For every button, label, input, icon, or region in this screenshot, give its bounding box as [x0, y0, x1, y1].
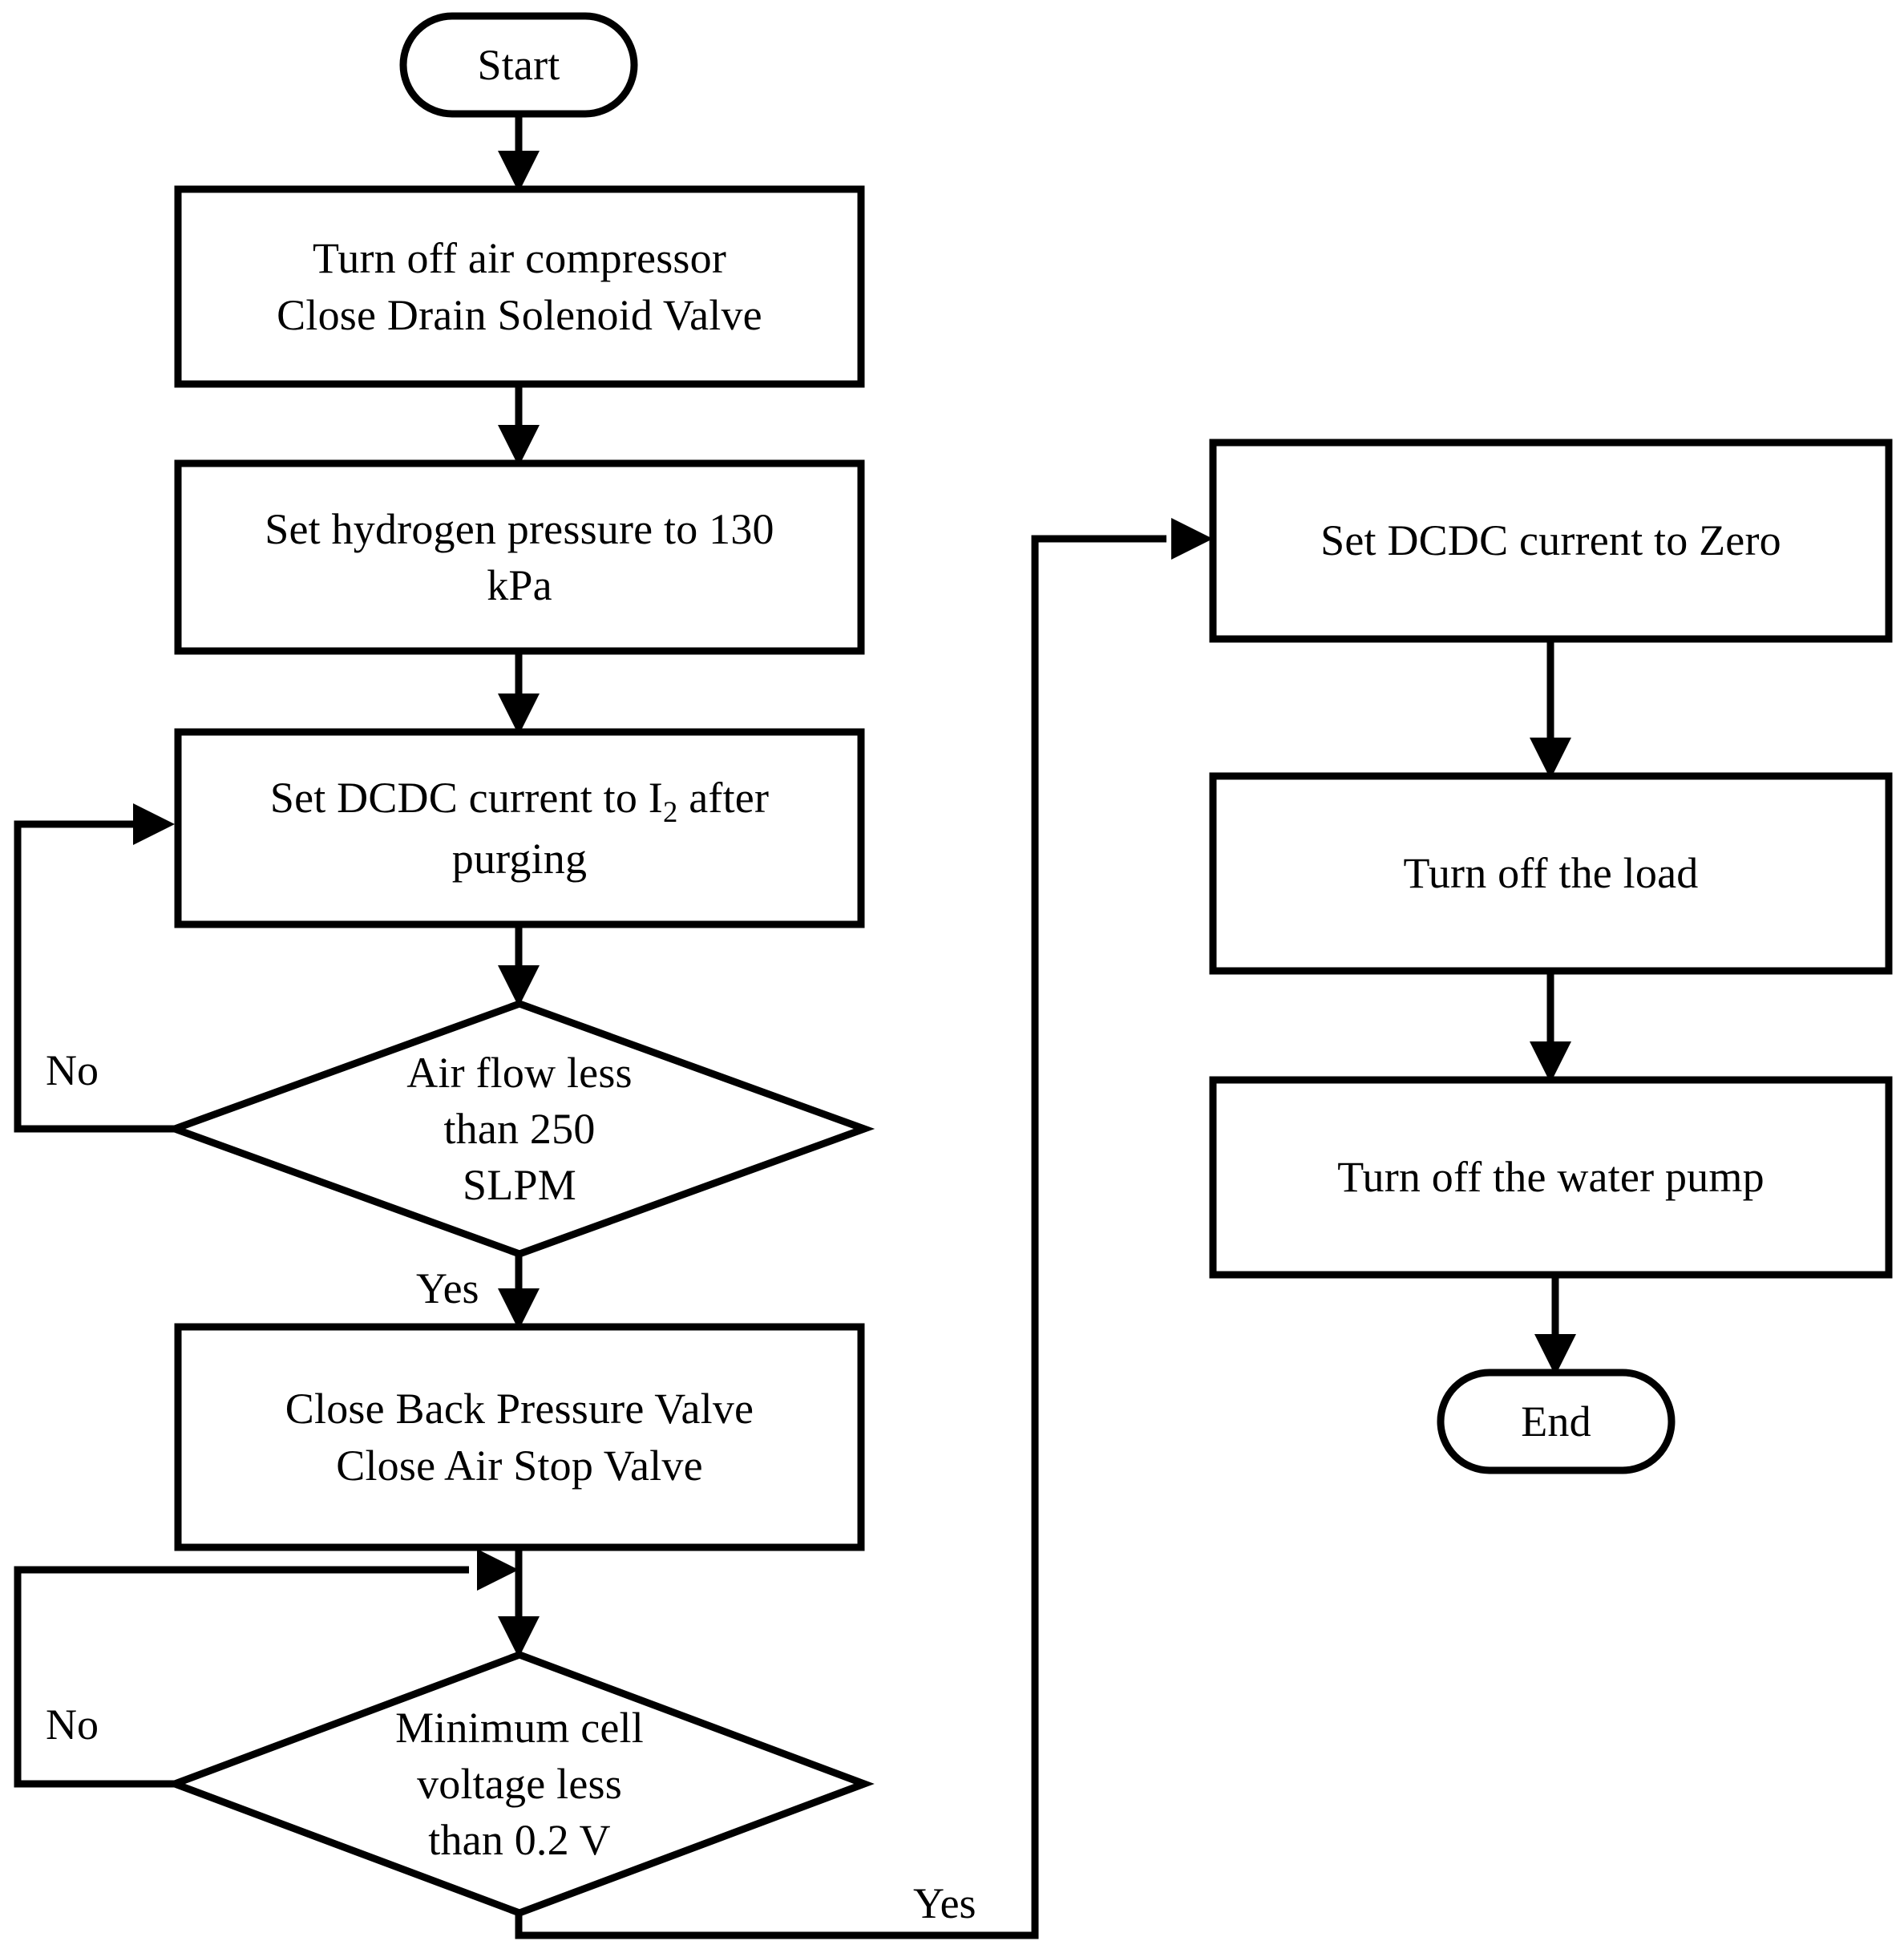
edge-label-airflow-yes: Yes [416, 1264, 479, 1312]
edge-label-voltage-no: No [46, 1700, 99, 1749]
edge-voltage-yes-to-dcdczero [515, 535, 1166, 1939]
node-set-dcdc-i2-shape[interactable] [174, 728, 865, 928]
arrowhead-start-to-turnoffair [498, 151, 540, 192]
arrowhead-airflow-yes-to-closevalves [498, 1288, 540, 1330]
arrowhead-turnoffair-to-seth2 [498, 425, 540, 467]
arrowhead-closevalves-to-voltage [498, 1616, 540, 1658]
arrowhead-airflow-no-loop [133, 803, 175, 845]
node-airflow-check-shape[interactable] [164, 1000, 875, 1258]
arrowhead-offpump-to-end [1534, 1334, 1576, 1376]
arrowhead-seth2-to-setdcdc [498, 693, 540, 735]
arrowhead-voltage-no-loop [477, 1549, 519, 1591]
node-turn-off-air-shape[interactable] [174, 185, 865, 388]
arrowhead-dcdczero-to-offload [1530, 738, 1571, 779]
node-start-shape[interactable] [399, 12, 638, 118]
node-off-load-shape[interactable] [1209, 772, 1893, 975]
edge-label-voltage-yes: Yes [913, 1879, 976, 1927]
node-set-h2-shape[interactable] [174, 459, 865, 655]
edge-airflow-no-loop [14, 820, 175, 1133]
arrowhead-offload-to-offpump [1530, 1041, 1571, 1083]
node-off-pump-shape[interactable] [1209, 1076, 1893, 1279]
node-close-valves-shape[interactable] [174, 1323, 865, 1551]
arrowhead-setdcdc-to-airflow [498, 965, 540, 1007]
node-voltage-check-shape[interactable] [164, 1651, 875, 1917]
edge-label-airflow-no: No [46, 1046, 99, 1094]
edge-voltage-no-loop [14, 1566, 469, 1788]
node-dcdc-zero-shape[interactable] [1209, 439, 1893, 643]
arrowhead-voltage-yes-to-dcdczero [1171, 518, 1213, 560]
node-end-shape[interactable] [1437, 1369, 1676, 1474]
